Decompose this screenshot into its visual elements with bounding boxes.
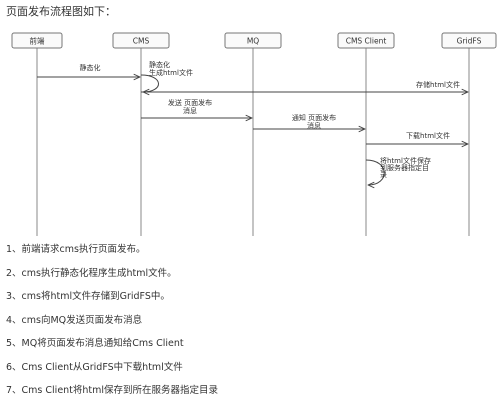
- message-label: 消息: [307, 121, 321, 130]
- step-item: 2、cms执行静态化程序生成html文件。: [6, 267, 177, 279]
- step-item: 7、Cms Client将html保存到所在服务器指定目录: [6, 385, 219, 396]
- participant-cms: CMS: [112, 32, 170, 49]
- step-item: 3、cms将html文件存储到GridFS中。: [6, 291, 170, 302]
- step-item: 6、Cms Client从GridFS中下载html文件: [6, 361, 183, 373]
- message-label: 存储html文件: [416, 80, 460, 89]
- page-heading: 页面发布流程图如下：: [6, 5, 116, 18]
- message-label: 静态化: [149, 60, 170, 69]
- message-label: 生成html文件: [149, 68, 193, 77]
- message-arrow: 通知 页面发布消息: [253, 113, 365, 130]
- message-label: 到服务器指定目: [380, 163, 429, 172]
- message-label: 录: [380, 171, 387, 179]
- message-arrow: 下载html文件: [366, 131, 468, 144]
- participant-label: MQ: [247, 37, 259, 46]
- message-label: 消息: [183, 106, 197, 115]
- step-item: 1、前端请求cms执行页面发布。: [6, 244, 146, 255]
- message-label: 发送 页面发布: [168, 98, 212, 107]
- message-arrow: 静态化: [37, 63, 140, 77]
- message-label: 下载html文件: [406, 131, 450, 140]
- steps-list: 1、前端请求cms执行页面发布。 2、cms执行静态化程序生成html文件。 3…: [6, 243, 218, 408]
- participant-label: GridFS: [457, 37, 482, 46]
- participant-gridfs: GridFS: [441, 32, 497, 49]
- participant-label: 前端: [30, 36, 45, 46]
- message-label: 将html文件保存: [380, 156, 431, 165]
- message-label: 静态化: [80, 63, 101, 72]
- participant-client: CMS Client: [337, 32, 395, 49]
- message-arrow: 存储html文件: [141, 80, 468, 92]
- participant-label: CMS Client: [346, 37, 387, 46]
- step-item: 5、MQ将页面发布消息通知给Cms Client: [6, 338, 184, 349]
- message-label: 通知 页面发布: [292, 113, 336, 122]
- message-arrow: 发送 页面发布消息: [141, 98, 252, 118]
- participant-label: CMS: [133, 37, 150, 46]
- participant-frontend: 前端: [11, 32, 63, 49]
- step-item: 4、cms向MQ发送页面发布消息: [6, 314, 143, 326]
- participant-mq: MQ: [224, 32, 282, 49]
